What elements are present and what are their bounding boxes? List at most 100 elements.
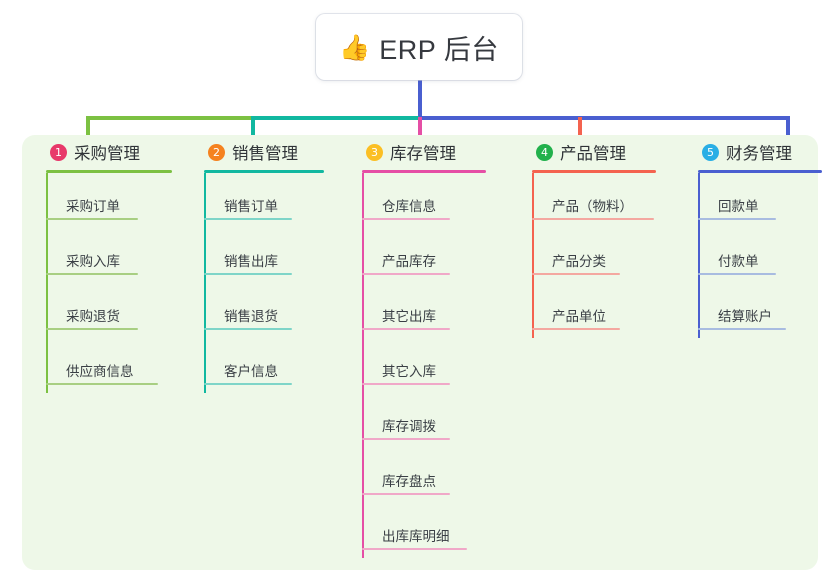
branch-children: 回款单付款单结算账户 <box>688 173 828 338</box>
branch-child-underline <box>532 328 620 330</box>
branch-child-item[interactable]: 结算账户 <box>688 283 828 338</box>
branch-child-underline <box>204 328 292 330</box>
branch-column-5[interactable]: 5 财务管理回款单付款单结算账户 <box>688 135 828 338</box>
branch-child-item[interactable]: 产品（物料） <box>522 173 690 228</box>
branch-child-item[interactable]: 采购入库 <box>36 228 186 283</box>
branch-title: 财务管理 <box>726 145 792 163</box>
branch-child-item[interactable]: 库存调拨 <box>352 393 512 448</box>
branch-title: 库存管理 <box>390 145 456 163</box>
branch-spine <box>362 173 364 558</box>
branch-child-underline <box>362 328 450 330</box>
branch-child-underline <box>204 218 292 220</box>
diagram-panel <box>22 135 818 570</box>
branch-title: 采购管理 <box>74 145 140 163</box>
branch-child-item[interactable]: 销售订单 <box>194 173 344 228</box>
branch-child-underline <box>46 383 158 385</box>
branch-child-item[interactable]: 产品库存 <box>352 228 512 283</box>
branch-column-1[interactable]: 1 采购管理采购订单采购入库采购退货供应商信息 <box>36 135 186 393</box>
branch-spine <box>46 173 48 393</box>
branch-number-badge: 1 <box>50 143 67 161</box>
branch-child-item[interactable]: 付款单 <box>688 228 828 283</box>
branch-children: 采购订单采购入库采购退货供应商信息 <box>36 173 186 393</box>
branch-header-3[interactable]: 3 库存管理 <box>352 135 512 169</box>
branch-child-underline <box>698 328 786 330</box>
branch-child-item[interactable]: 客户信息 <box>194 338 344 393</box>
branch-child-item[interactable]: 销售退货 <box>194 283 344 338</box>
branch-title: 产品管理 <box>560 145 626 163</box>
branch-child-label: 产品（物料） <box>552 199 633 214</box>
branch-child-underline <box>46 328 138 330</box>
branch-child-underline <box>362 383 450 385</box>
branch-underline <box>362 170 486 173</box>
branch-underline <box>204 170 324 173</box>
root-node-content: 👍 ERP 后台 <box>339 28 499 67</box>
branch-header-2[interactable]: 2 销售管理 <box>194 135 344 169</box>
branch-child-underline <box>532 273 620 275</box>
branch-columns: 1 采购管理采购订单采购入库采购退货供应商信息 2 销售管理销售订单销售出库销售退货客… <box>22 135 822 570</box>
branch-child-item[interactable]: 其它入库 <box>352 338 512 393</box>
branch-child-label: 客户信息 <box>224 364 278 379</box>
branch-children: 销售订单销售出库销售退货客户信息 <box>194 173 344 393</box>
branch-child-label: 付款单 <box>718 254 759 269</box>
branch-child-label: 其它出库 <box>382 309 436 324</box>
branch-underline <box>532 170 656 173</box>
branch-child-underline <box>362 273 450 275</box>
branch-spine <box>204 173 206 393</box>
branch-child-label: 产品单位 <box>552 309 606 324</box>
branch-child-label: 结算账户 <box>718 309 772 324</box>
branch-child-label: 采购订单 <box>66 199 120 214</box>
branch-child-item[interactable]: 采购退货 <box>36 283 186 338</box>
branch-column-4[interactable]: 4 产品管理产品（物料） 产品分类产品单位 <box>522 135 690 338</box>
branch-child-underline <box>698 273 776 275</box>
branch-child-label: 销售出库 <box>224 254 278 269</box>
branch-child-label: 供应商信息 <box>66 364 134 379</box>
branch-number-badge: 5 <box>702 143 719 161</box>
branch-column-2[interactable]: 2 销售管理销售订单销售出库销售退货客户信息 <box>194 135 344 393</box>
branch-child-label: 产品库存 <box>382 254 436 269</box>
branch-child-label: 回款单 <box>718 199 759 214</box>
branch-spine <box>532 173 534 338</box>
branch-child-underline <box>204 383 292 385</box>
branch-number-badge: 2 <box>208 143 225 161</box>
branch-child-label: 采购退货 <box>66 309 120 324</box>
branch-child-item[interactable]: 销售出库 <box>194 228 344 283</box>
root-title: ERP 后台 <box>379 34 499 65</box>
branch-child-item[interactable]: 采购订单 <box>36 173 186 228</box>
branch-child-underline <box>204 273 292 275</box>
branch-child-item[interactable]: 其它出库 <box>352 283 512 338</box>
root-node[interactable]: 👍 ERP 后台 <box>316 14 522 80</box>
branch-underline <box>46 170 172 173</box>
branch-child-underline <box>46 218 138 220</box>
branch-child-underline <box>532 218 654 220</box>
branch-children: 仓库信息产品库存其它出库其它入库库存调拨库存盘点出库库明细 <box>352 173 512 558</box>
branch-child-label: 销售退货 <box>224 309 278 324</box>
branch-underline <box>698 170 822 173</box>
branch-child-label: 产品分类 <box>552 254 606 269</box>
branch-child-item[interactable]: 产品单位 <box>522 283 690 338</box>
branch-child-underline <box>698 218 776 220</box>
branch-child-label: 采购入库 <box>66 254 120 269</box>
branch-child-label: 其它入库 <box>382 364 436 379</box>
branch-child-item[interactable]: 仓库信息 <box>352 173 512 228</box>
branch-child-underline <box>362 548 467 550</box>
branch-child-item[interactable]: 出库库明细 <box>352 503 512 558</box>
branch-header-4[interactable]: 4 产品管理 <box>522 135 690 169</box>
branch-title: 销售管理 <box>232 145 298 163</box>
branch-child-item[interactable]: 供应商信息 <box>36 338 186 393</box>
branch-children: 产品（物料） 产品分类产品单位 <box>522 173 690 338</box>
branch-number-badge: 3 <box>366 143 383 161</box>
branch-child-underline <box>46 273 138 275</box>
branch-header-1[interactable]: 1 采购管理 <box>36 135 186 169</box>
branch-child-label: 库存调拨 <box>382 419 436 434</box>
branch-child-underline <box>362 493 450 495</box>
branch-child-item[interactable]: 库存盘点 <box>352 448 512 503</box>
branch-child-underline <box>362 218 450 220</box>
branch-header-5[interactable]: 5 财务管理 <box>688 135 828 169</box>
branch-child-item[interactable]: 回款单 <box>688 173 828 228</box>
branch-child-label: 出库库明细 <box>382 529 450 544</box>
branch-child-label: 仓库信息 <box>382 199 436 214</box>
branch-column-3[interactable]: 3 库存管理仓库信息产品库存其它出库其它入库库存调拨库存盘点出库库明细 <box>352 135 512 558</box>
branch-child-item[interactable]: 产品分类 <box>522 228 690 283</box>
branch-number-badge: 4 <box>536 143 553 161</box>
